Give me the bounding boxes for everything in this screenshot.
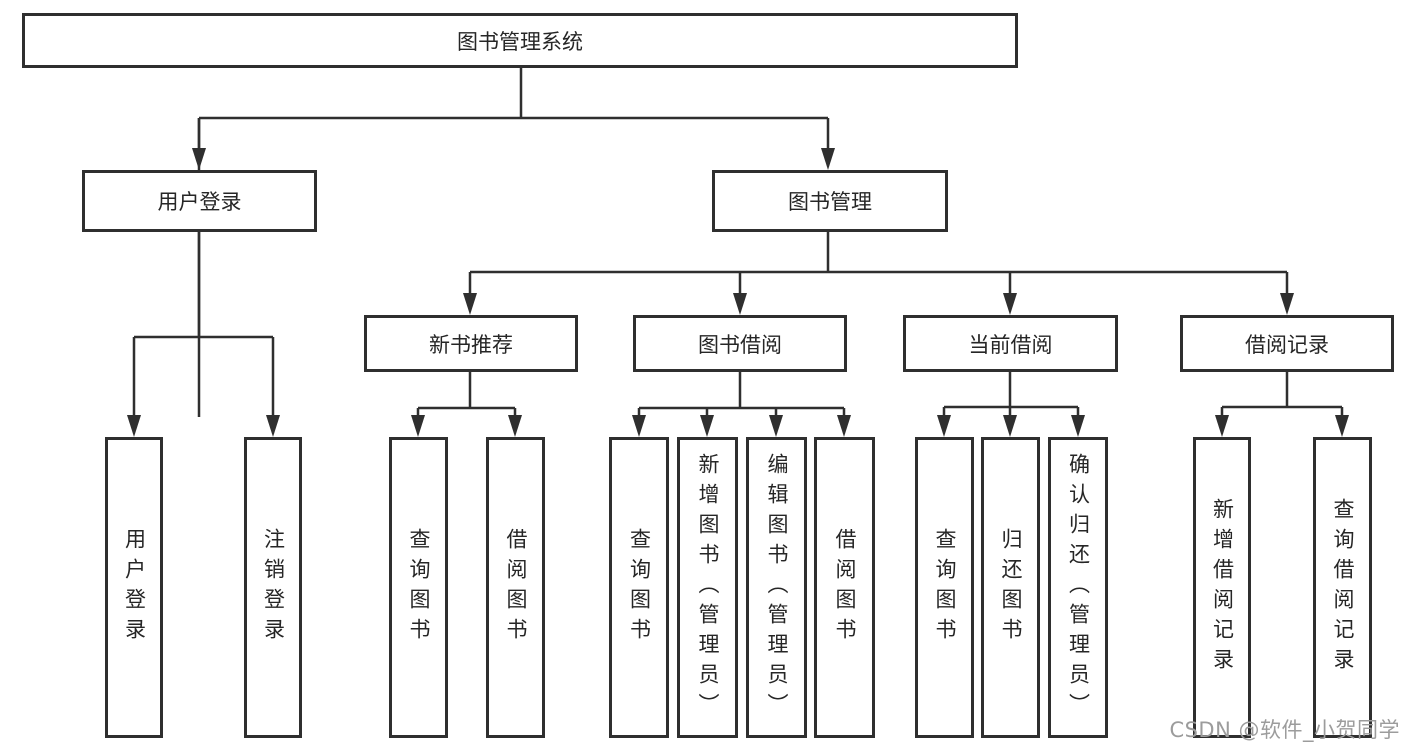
leaf-label: 借阅图书 (504, 527, 528, 648)
leaf-return-books: 归还图书 (981, 437, 1040, 738)
node-label: 图书借阅 (698, 332, 782, 357)
node-label: 新书推荐 (429, 332, 513, 357)
leaf-add-books-admin: 新增图书（管理员） (677, 437, 738, 738)
node-book-borrowing: 图书借阅 (633, 315, 847, 372)
leaf-query-books-current: 查询图书 (915, 437, 974, 738)
leaf-user-login: 用户登录 (105, 437, 163, 738)
leaf-logout: 注销登录 (244, 437, 302, 738)
leaf-label: 查询图书 (407, 527, 431, 648)
leaf-label: 查询图书 (627, 527, 652, 648)
leaf-confirm-return-admin: 确认归还（管理员） (1048, 437, 1108, 738)
leaf-label: 用户登录 (122, 527, 147, 648)
leaf-label: 编辑图书（管理员） (765, 452, 789, 723)
leaf-label: 查询借阅记录 (1331, 497, 1355, 678)
csdn-watermark: CSDN @软件_小贺同学 (1169, 718, 1400, 742)
node-library-management-system: 图书管理系统 (22, 13, 1018, 68)
leaf-query-borrow-record: 查询借阅记录 (1313, 437, 1372, 738)
leaf-borrow-books: 借阅图书 (814, 437, 875, 738)
leaf-query-books-borrow: 查询图书 (609, 437, 669, 738)
node-borrowing-records: 借阅记录 (1180, 315, 1394, 372)
leaf-label: 查询图书 (933, 527, 957, 648)
node-label: 图书管理系统 (457, 29, 583, 54)
node-user-login-branch: 用户登录 (82, 170, 317, 232)
leaf-label: 新增图书（管理员） (696, 452, 720, 723)
leaf-add-borrow-record: 新增借阅记录 (1193, 437, 1251, 738)
leaf-edit-books-admin: 编辑图书（管理员） (746, 437, 807, 738)
leaf-label: 注销登录 (261, 527, 286, 648)
leaf-borrow-books-recommend: 借阅图书 (486, 437, 545, 738)
leaf-query-books-recommend: 查询图书 (389, 437, 448, 738)
leaf-label: 确认归还（管理员） (1066, 452, 1091, 723)
leaf-label: 借阅图书 (833, 527, 857, 648)
node-book-management-branch: 图书管理 (712, 170, 948, 232)
leaf-label: 新增借阅记录 (1210, 497, 1235, 678)
leaf-label: 归还图书 (999, 527, 1023, 648)
node-label: 当前借阅 (968, 332, 1053, 357)
node-label: 借阅记录 (1245, 332, 1329, 357)
node-current-borrowing: 当前借阅 (903, 315, 1118, 372)
node-label: 图书管理 (788, 190, 872, 214)
node-label: 用户登录 (157, 190, 242, 214)
node-new-book-recommendation: 新书推荐 (364, 315, 578, 372)
